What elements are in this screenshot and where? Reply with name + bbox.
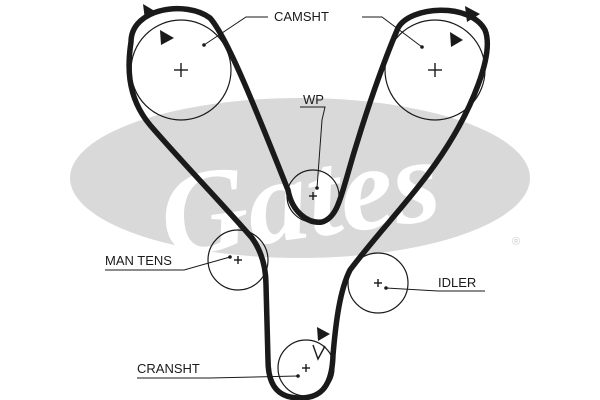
man-tens-leader — [105, 256, 231, 271]
crankshaft-outer-mark — [317, 327, 330, 341]
logo-ellipse — [70, 98, 530, 258]
camshaft-right-outer-mark — [465, 6, 480, 22]
crankshaft-inner-mark — [312, 344, 326, 361]
idler-label: IDLER — [438, 275, 476, 290]
wp-dot — [315, 186, 319, 190]
timing-marks — [143, 4, 480, 361]
camshaft-right-inner-mark — [450, 32, 463, 47]
crankshaft-label: CRANSHT — [137, 361, 200, 376]
water-pump-label: WP — [303, 92, 324, 107]
tensioner-center-mark — [234, 256, 242, 264]
cransht-leader — [137, 375, 299, 379]
labels: CAMSHT WP MAN TENS IDLER CRANSHT — [105, 9, 476, 376]
idler-dot — [384, 286, 388, 290]
crankshaft-center-mark — [302, 364, 310, 372]
camshaft-left-center-mark — [174, 63, 188, 77]
water-pump-center-mark — [309, 192, 317, 200]
camshaft-left-dot — [202, 43, 206, 47]
pulley-centers — [174, 63, 442, 372]
leader-dots — [202, 43, 424, 378]
idler-leader — [385, 287, 485, 292]
idler-pulley — [347, 252, 409, 314]
registered-mark: ® — [512, 236, 520, 248]
wp-leader — [300, 106, 326, 189]
manual-tensioner-pulley — [207, 229, 269, 291]
idler-center-mark — [374, 279, 382, 287]
timing-belt — [126, 5, 491, 400]
camshaft-left-outer-mark — [143, 4, 158, 20]
camshaft-right-dot — [420, 45, 424, 49]
cransht-dot — [296, 374, 300, 378]
leader-lines — [105, 16, 485, 379]
camshaft-left-inner-mark — [160, 30, 174, 45]
camshaft-leader-left — [203, 16, 268, 46]
man-tens-dot — [228, 255, 232, 259]
camshaft-leader-right — [362, 16, 423, 48]
camshaft-right-center-mark — [428, 63, 442, 77]
camshaft-label: CAMSHT — [274, 9, 329, 24]
manual-tensioner-label: MAN TENS — [105, 253, 172, 268]
